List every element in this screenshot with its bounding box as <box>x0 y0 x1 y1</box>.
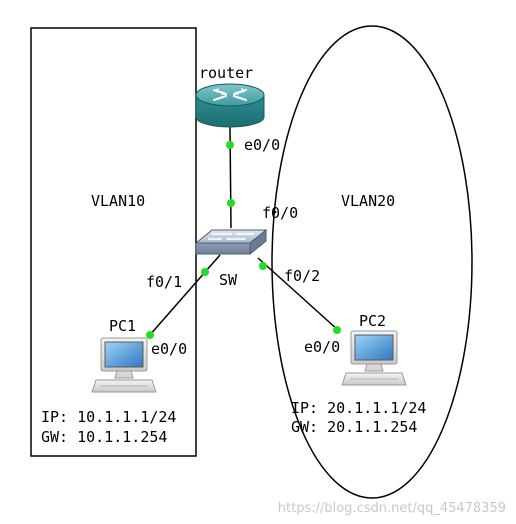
port-dot-sw-f0-1 <box>201 268 209 276</box>
router-icon[interactable] <box>195 83 265 128</box>
port-dot-pc1-e0-0 <box>146 331 154 339</box>
port-dot-pc2-e0-0 <box>333 326 341 334</box>
router-port-label: e0/0 <box>244 136 280 154</box>
watermark: https://blog.csdn.net/qq_45478359 <box>278 501 506 516</box>
pc2-gw-label: GW: 20.1.1.254 <box>291 418 417 436</box>
link-switch-pc2 <box>257 257 339 331</box>
link-switch-pc1 <box>148 254 221 337</box>
pc2-label: PC2 <box>359 312 386 330</box>
pc-icon[interactable] <box>341 330 407 386</box>
pc1-label: PC1 <box>109 317 136 335</box>
switch-uplink-port-label: f0/0 <box>262 204 298 222</box>
switch-icon[interactable] <box>194 228 268 256</box>
pc1-port-label: e0/0 <box>151 340 187 358</box>
pc2-ip-label: IP: 20.1.1.1/24 <box>291 399 426 417</box>
vlan10-area <box>30 27 197 457</box>
switch-pc2-port-label: f0/2 <box>284 267 320 285</box>
pc1-ip-label: IP: 10.1.1.1/24 <box>41 408 176 426</box>
pc1-gw-label: GW: 10.1.1.254 <box>41 428 167 446</box>
switch-pc1-port-label: f0/1 <box>146 273 182 291</box>
port-dot-sw-f0-0 <box>227 199 235 207</box>
vlan20-area <box>271 25 473 499</box>
vlan10-label: VLAN10 <box>91 192 145 210</box>
port-dot-router-e0-0 <box>226 141 234 149</box>
pc2-port-label: e0/0 <box>304 338 340 356</box>
vlan20-label: VLAN20 <box>341 192 395 210</box>
router-label: router <box>199 64 253 82</box>
pc-icon[interactable] <box>91 337 157 393</box>
switch-label: SW <box>219 271 238 289</box>
port-dot-sw-f0-2 <box>259 262 267 270</box>
